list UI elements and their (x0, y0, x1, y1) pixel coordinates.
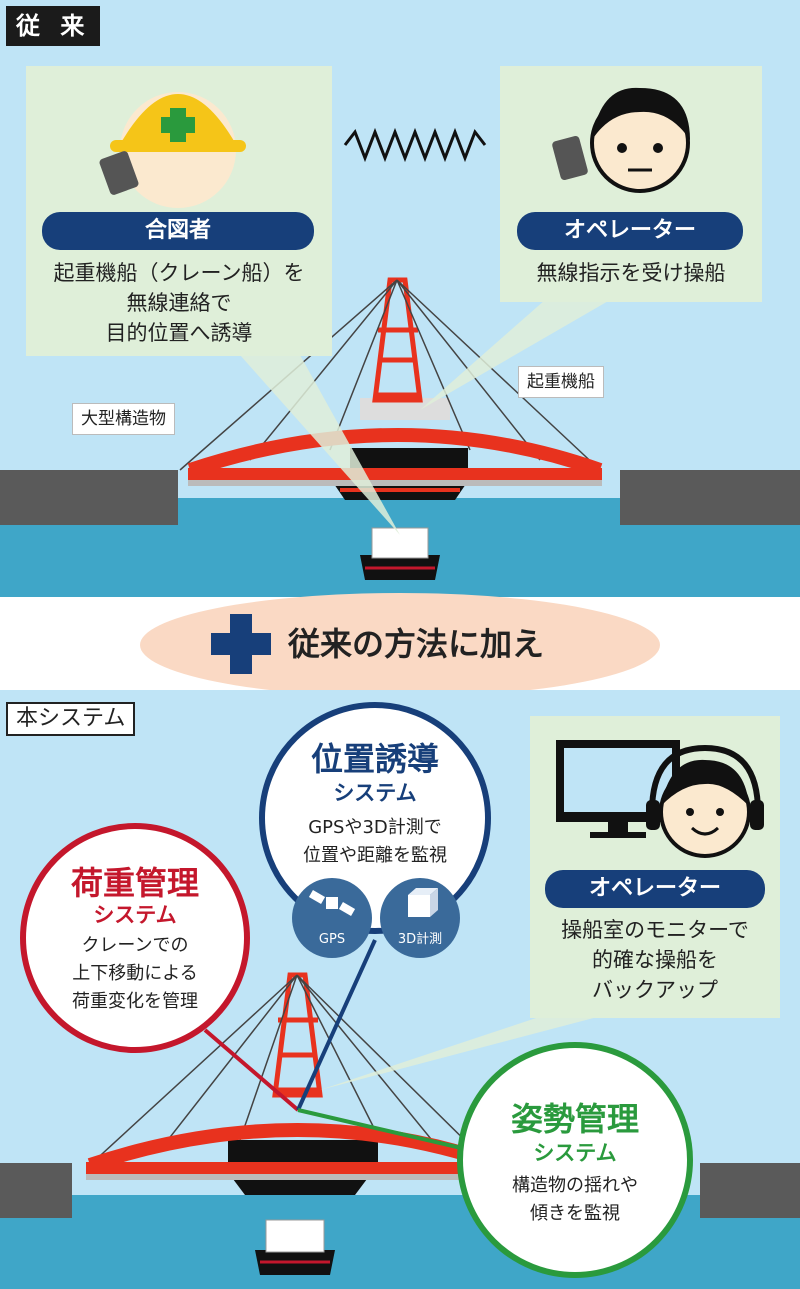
operator-top-desc-line-1: 無線指示を受け操船 (536, 261, 726, 285)
operator-description-top: 無線指示を受け操船 (500, 258, 762, 288)
operator-role-label-top: オペレーター (517, 212, 743, 250)
section-tag-new-system: 本システム (6, 702, 136, 736)
tug-boat-top (360, 527, 440, 580)
section-tag-traditional: 従 来 (6, 6, 101, 46)
posture-system-subtitle: システム (533, 1141, 617, 1165)
quay-right-bottom (700, 1163, 800, 1218)
quay-right-top (620, 470, 800, 525)
operator-icon-top (552, 87, 690, 193)
load-desc-line-2: 上下移動による (72, 963, 198, 984)
signaler-role-label: 合図者 (42, 212, 314, 250)
signaler-desc-line-2: 無線連絡で (126, 291, 232, 315)
signaler-desc-line-3: 目的位置へ誘導 (105, 321, 253, 345)
load-desc-line-1: クレーンでの (81, 935, 189, 956)
quay-left-bottom (0, 1163, 72, 1218)
posture-system-description: 構造物の揺れや 傾きを監視 (470, 1172, 680, 1228)
position-desc-line-1: GPSや3D計測で (308, 817, 442, 838)
load-system-subtitle: システム (93, 903, 177, 927)
load-system-circle (20, 823, 250, 1053)
quay-left-top (0, 470, 178, 525)
tug-boat-bottom (255, 1219, 335, 1275)
posture-desc-line-1: 構造物の揺れや (512, 1175, 638, 1196)
signaler-icon (99, 92, 246, 208)
position-system-subtitle: システム (333, 781, 417, 805)
signaler-desc-line-1: 起重機船（クレーン船）を (53, 261, 305, 285)
position-system-description: GPSや3D計測で 位置や距離を監視 (270, 814, 480, 870)
position-system-circle (259, 702, 491, 934)
load-desc-line-3: 荷重変化を管理 (72, 991, 198, 1012)
divider-bubble (140, 593, 660, 697)
operator-pointer-bottom (320, 1015, 605, 1090)
measure-label: 3D計測 (397, 932, 443, 947)
plus-icon (211, 614, 271, 674)
callout-structure: 大型構造物 (72, 403, 175, 435)
load-system-description: クレーンでの 上下移動による 荷重変化を管理 (35, 932, 235, 1016)
posture-desc-line-2: 傾きを監視 (530, 1203, 620, 1224)
operator-role-label-bottom: オペレーター (545, 870, 765, 908)
radio-signal-icon (343, 127, 487, 163)
signaler-description: 起重機船（クレーン船）を 無線連絡で 目的位置へ誘導 (26, 258, 332, 348)
posture-connector (297, 1108, 471, 1152)
posture-system-title: 姿勢管理 (510, 1100, 639, 1138)
bridge-arch-bottom (86, 1123, 506, 1180)
position-system-title: 位置誘導 (310, 740, 439, 778)
operator-description-bottom: 操船室のモニターで 的確な操船を バックアップ (530, 915, 780, 1005)
divider-text: 従来の方法に加え (288, 625, 545, 663)
cube-icon (408, 888, 438, 917)
position-desc-line-2: 位置や距離を監視 (303, 845, 447, 866)
operator-bottom-desc-line-2: 的確な操船を (592, 948, 718, 972)
operator-pointer-top (420, 300, 610, 410)
3d-measure-badge (380, 878, 460, 958)
operator-headset-icon (646, 744, 764, 858)
signaler-pointer (240, 355, 400, 535)
position-connector (296, 939, 377, 1111)
gps-label: GPS (318, 932, 346, 947)
satellite-icon (308, 890, 356, 916)
load-connector (203, 1028, 300, 1112)
load-system-title: 荷重管理 (70, 864, 199, 902)
posture-system-circle (457, 1042, 693, 1278)
bridge-arch-top (187, 428, 603, 486)
operator-bottom-desc-line-1: 操船室のモニターで (561, 918, 749, 942)
operator-bottom-desc-line-3: バックアップ (592, 978, 718, 1002)
callout-crane-ship: 起重機船 (518, 366, 604, 398)
